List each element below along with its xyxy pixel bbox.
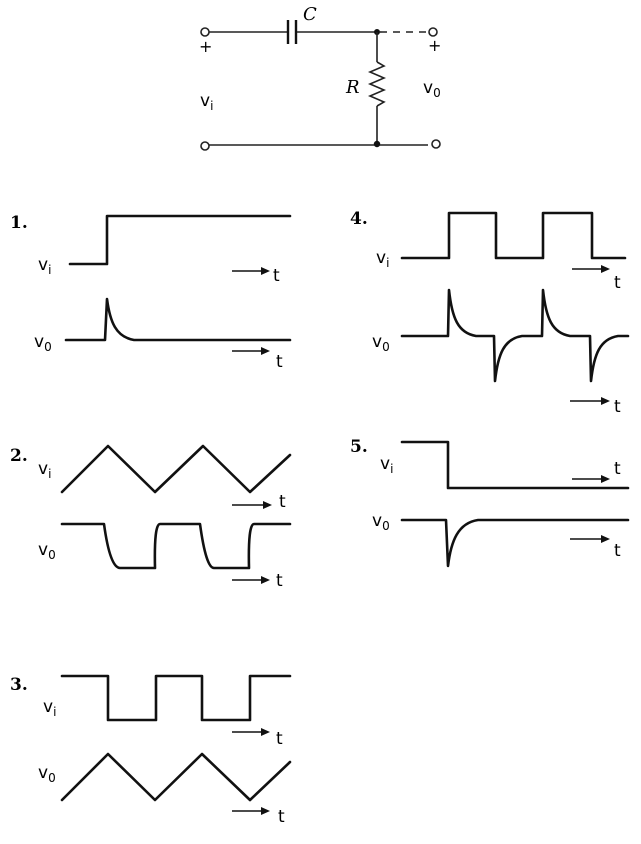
input-terminal-bottom — [200, 141, 210, 151]
svg-text:t: t — [279, 492, 286, 512]
panel-2-output-label: v0 — [38, 540, 56, 562]
output-terminal-top — [428, 27, 438, 37]
panel-1-input-time-axis: t — [232, 266, 280, 286]
panel-4-output-label: v0 — [372, 332, 390, 354]
svg-text:t: t — [614, 397, 621, 417]
panel-5-number: 5. — [350, 437, 368, 457]
rc-circuit: C R + + vi v0 — [199, 4, 441, 151]
panel-4-number: 4. — [350, 209, 368, 229]
panel-3-output-time-axis: t — [232, 807, 285, 827]
panel-2-output-time-axis: t — [232, 571, 283, 591]
svg-text:t: t — [276, 729, 283, 749]
capacitor-label: C — [303, 4, 317, 25]
input-plus-sign: + — [199, 37, 212, 56]
panel-1-output-label: v0 — [34, 332, 52, 354]
svg-text:t: t — [614, 541, 621, 561]
panel-1-input-label: vi — [38, 255, 51, 277]
panel-2: 2. vi t v0 t — [10, 444, 292, 591]
panel-2-input-label: vi — [38, 459, 51, 481]
resistor-label: R — [345, 77, 360, 98]
panel-2-number: 2. — [10, 446, 28, 466]
output-plus-sign: + — [428, 36, 441, 55]
panel-5-input-time-axis: t — [572, 459, 621, 483]
svg-text:t: t — [278, 807, 285, 827]
panel-1-input-waveform — [68, 214, 292, 266]
panel-3-output-waveform — [60, 752, 292, 802]
output-terminal-bottom — [431, 139, 441, 149]
panel-4-input-time-axis: t — [572, 265, 621, 293]
panel-4-output-waveform — [400, 288, 630, 383]
panel-2-input-waveform — [60, 444, 292, 494]
svg-text:t: t — [614, 459, 621, 479]
svg-text:t: t — [614, 273, 621, 293]
panel-5-output-waveform — [400, 518, 630, 568]
input-terminal-top — [200, 27, 210, 37]
panel-5-output-label: v0 — [372, 511, 390, 533]
panel-2-input-time-axis: t — [232, 492, 286, 512]
panel-3-number: 3. — [10, 675, 28, 695]
panel-3: 3. vi t v0 t — [10, 674, 292, 827]
panel-1-output-waveform — [64, 297, 292, 342]
svg-text:t: t — [276, 571, 283, 591]
panel-1-output-time-axis: t — [232, 347, 283, 372]
circuit-output-label: v0 — [423, 78, 441, 100]
panel-3-input-waveform — [60, 674, 292, 722]
panel-5-input-label: vi — [380, 454, 393, 476]
panel-5: 5. vi t v0 t — [350, 437, 630, 568]
panel-3-output-label: v0 — [38, 763, 56, 785]
svg-text:t: t — [273, 266, 280, 286]
panel-5-output-time-axis: t — [570, 535, 621, 561]
panel-1: 1. vi t v0 t — [10, 213, 292, 372]
node-bottom — [373, 140, 381, 148]
panel-3-input-time-axis: t — [232, 728, 283, 749]
panel-4-input-waveform — [400, 211, 627, 260]
panel-4: 4. vi t v0 t — [350, 209, 630, 417]
panel-4-output-time-axis: t — [570, 397, 621, 417]
circuit-input-label: vi — [200, 91, 213, 113]
panel-1-number: 1. — [10, 213, 28, 233]
resistor-zigzag — [367, 61, 387, 107]
panel-4-input-label: vi — [376, 248, 389, 270]
panel-5-input-waveform — [400, 440, 630, 490]
panel-2-output-waveform — [60, 522, 292, 570]
svg-text:t: t — [276, 352, 283, 372]
panel-3-input-label: vi — [43, 697, 56, 719]
